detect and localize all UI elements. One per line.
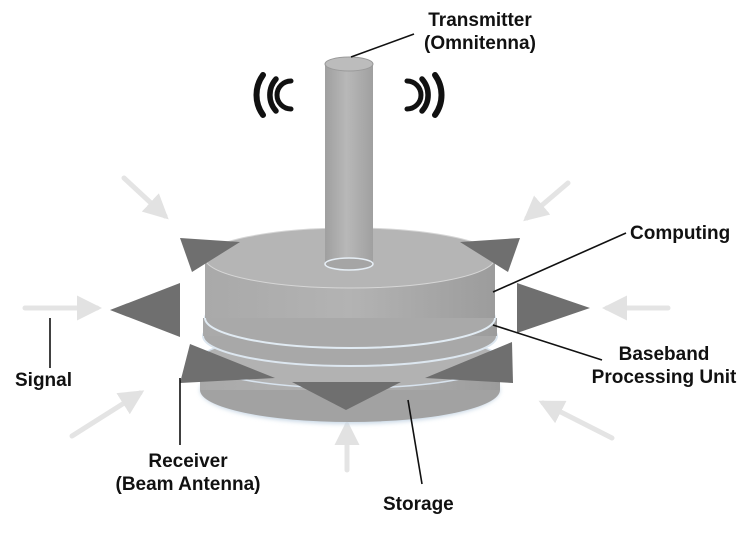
leader-lines (49, 33, 627, 485)
wireless-wave-left-icon (253, 72, 294, 118)
beam-antenna-triangle-icon (180, 344, 275, 383)
beam-antenna-triangle-icon (425, 342, 513, 383)
beam-antenna-triangle-icon (292, 382, 401, 410)
beam-antennas (110, 238, 590, 410)
computing-leader (492, 232, 627, 293)
receiver-label-line1: Receiver (148, 451, 228, 472)
signal-label: Signal (15, 370, 73, 391)
incoming-signal-arrow-icon (523, 180, 571, 222)
storage-leader (407, 399, 423, 485)
incoming-signal-arrows (22, 175, 671, 473)
baseband-label-line2: Processing Unit (591, 367, 737, 388)
receiver-label-line2: (Beam Antenna) (115, 474, 261, 495)
wireless-wave-right-icon (404, 72, 445, 118)
incoming-signal-arrow-icon (121, 175, 169, 220)
beam-antenna-triangle-icon (517, 283, 590, 333)
transmitter-leader (350, 33, 415, 58)
computing-label: Computing (630, 223, 731, 244)
transmitter-label-line1: Transmitter (428, 10, 532, 31)
transmitter-label-line2: (Omnitenna) (424, 33, 536, 54)
incoming-signal-arrow-icon (69, 390, 145, 439)
baseband-label: Baseband Processing Unit (578, 343, 750, 389)
incoming-signal-arrow-icon (538, 400, 615, 441)
beam-antenna-triangle-icon (460, 238, 520, 272)
transmitter-label: Transmitter (Omnitenna) (405, 9, 555, 55)
baseband-label-line1: Baseband (618, 344, 710, 365)
baseband-leader (492, 324, 603, 361)
receiver-label: Receiver (Beam Antenna) (88, 450, 288, 496)
transmitter-omnitenna (324, 56, 374, 271)
beam-antenna-triangle-icon (180, 238, 240, 272)
storage-label: Storage (383, 494, 454, 515)
beam-antenna-triangle-icon (110, 283, 180, 337)
